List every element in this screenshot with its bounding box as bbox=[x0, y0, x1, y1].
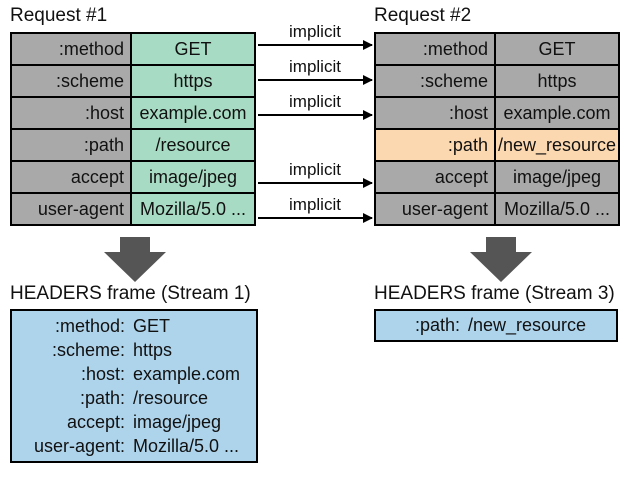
frame-key: :scheme: bbox=[51, 340, 125, 360]
frame-value: https bbox=[133, 340, 173, 360]
frame-row: accept: image/jpeg bbox=[12, 410, 256, 434]
implicit-label: implicit bbox=[289, 57, 341, 76]
implicit-label: implicit bbox=[289, 22, 341, 41]
frame-value: Mozilla/5.0 ... bbox=[133, 436, 240, 456]
header-value: image/jpeg bbox=[493, 160, 621, 194]
header-value: /new_resource bbox=[493, 128, 621, 162]
frame-key: :host: bbox=[80, 364, 125, 384]
implicit-label: implicit bbox=[289, 160, 341, 179]
header-key: user-agent bbox=[374, 192, 496, 226]
header-key: :path bbox=[374, 128, 496, 162]
header-value: Mozilla/5.0 ... bbox=[493, 192, 621, 226]
header-value: /resource bbox=[129, 128, 257, 162]
frame-value: /new_resource bbox=[468, 315, 587, 335]
frame-key: accept: bbox=[66, 412, 125, 432]
request2-row-changed: :path/new_resource bbox=[374, 128, 621, 162]
request1-title: Request #1 bbox=[10, 5, 108, 26]
header-value: GET bbox=[129, 32, 257, 66]
header-value: example.com bbox=[129, 96, 257, 130]
request2-title: Request #2 bbox=[374, 5, 472, 26]
header-key: accept bbox=[374, 160, 496, 194]
header-key: :host bbox=[374, 96, 496, 130]
header-key: accept bbox=[10, 160, 132, 194]
header-value: Mozilla/5.0 ... bbox=[129, 192, 257, 226]
header-value: example.com bbox=[493, 96, 621, 130]
frame-key: :path: bbox=[414, 315, 460, 335]
header-key: :scheme bbox=[10, 64, 132, 98]
frame-row: user-agent: Mozilla/5.0 ... bbox=[12, 434, 256, 458]
frame-row: :method: GET bbox=[12, 314, 256, 338]
request1-row: :path/resource bbox=[10, 128, 257, 162]
header-value: https bbox=[493, 64, 621, 98]
frame2-title: HEADERS frame (Stream 3) bbox=[374, 283, 615, 304]
header-value: image/jpeg bbox=[129, 160, 257, 194]
down-arrow bbox=[104, 237, 166, 282]
frame-row: :path: /resource bbox=[12, 386, 256, 410]
frame-value: GET bbox=[133, 316, 171, 336]
header-key: :path bbox=[10, 128, 132, 162]
frame-key: :path: bbox=[79, 388, 125, 408]
header-key: :host bbox=[10, 96, 132, 130]
frame-key: :method: bbox=[54, 316, 125, 336]
headers-frame-stream1: :method: GET :scheme: https :host: example.… bbox=[10, 309, 258, 463]
header-value: https bbox=[129, 64, 257, 98]
frame-value: example.com bbox=[133, 364, 241, 384]
frame-row: :host: example.com bbox=[12, 362, 256, 386]
implicit-label: implicit bbox=[289, 195, 341, 214]
frame-value: /resource bbox=[133, 388, 209, 408]
header-value: GET bbox=[493, 32, 621, 66]
frame-row: :scheme: https bbox=[12, 338, 256, 362]
header-key: :method bbox=[374, 32, 496, 66]
frame-row: :path: /new_resource bbox=[376, 311, 616, 340]
headers-frame-stream3: :path: /new_resource bbox=[374, 309, 618, 342]
down-arrow bbox=[470, 237, 532, 282]
frame1-title: HEADERS frame (Stream 1) bbox=[10, 283, 251, 304]
implicit-label: implicit bbox=[289, 92, 341, 111]
frame-value: image/jpeg bbox=[133, 412, 222, 432]
header-key: :method bbox=[10, 32, 132, 66]
frame-key: user-agent: bbox=[33, 436, 125, 456]
header-key: :scheme bbox=[374, 64, 496, 98]
header-key: user-agent bbox=[10, 192, 132, 226]
